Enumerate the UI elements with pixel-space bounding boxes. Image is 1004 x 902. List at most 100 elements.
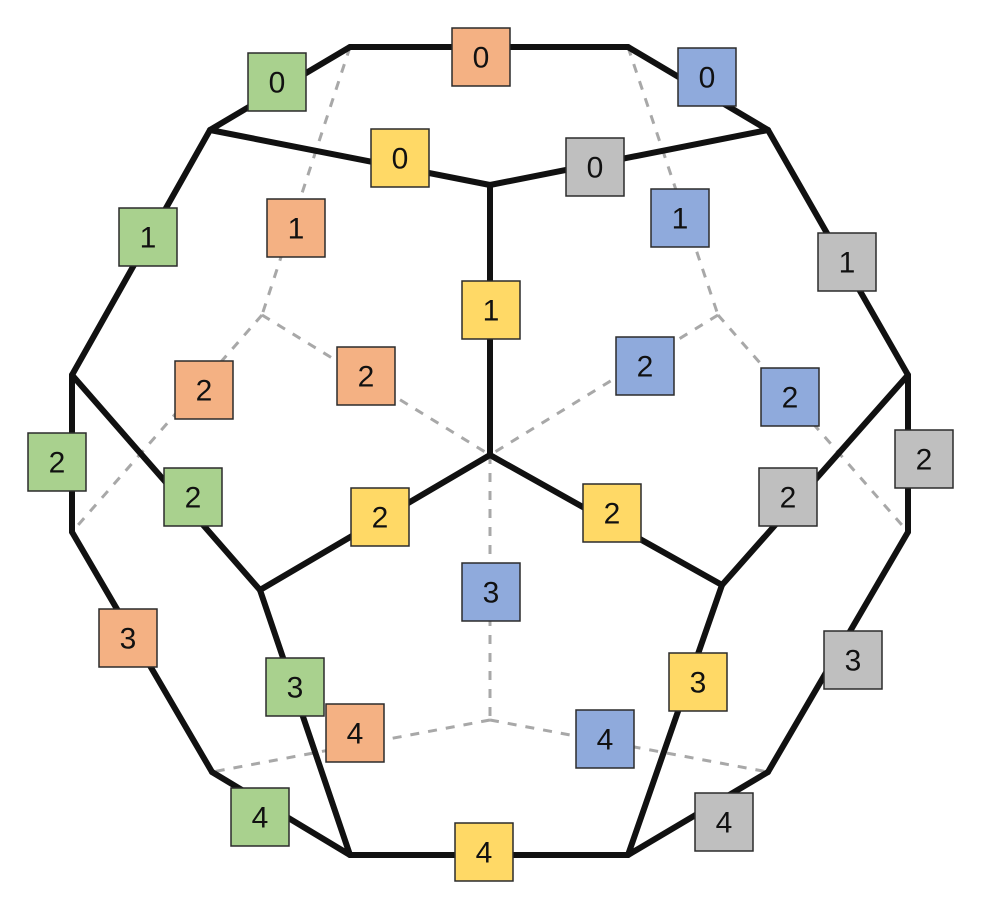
label-number: 2 [372,502,389,535]
edge-label-gray-2-right: 2 [894,429,954,489]
edge-label-yellow-4: 4 [454,822,514,882]
label-number: 1 [839,247,856,280]
label-number: 2 [637,351,654,384]
label-box [668,652,728,712]
visible-edge [625,582,725,858]
label-box [461,280,521,340]
label-box [163,467,223,527]
label-box [565,137,625,197]
label-box [336,346,396,406]
label-number: 3 [690,667,707,700]
label-number: 2 [49,447,66,480]
edge-label-gray-1: 1 [817,232,877,292]
label-box [350,487,410,547]
label-number: 3 [483,577,500,610]
label-box [615,336,675,396]
edge-label-blue-2-right: 2 [760,367,820,427]
edge-label-orange-2-left: 2 [174,360,234,420]
label-number: 3 [120,623,137,656]
hidden-edge [260,46,352,316]
label-box [575,709,635,769]
label-box [174,360,234,420]
label-box [265,657,325,717]
label-number: 0 [587,152,604,185]
edge-label-blue-2-inner: 2 [615,336,675,396]
hidden-edge [70,314,264,533]
label-box [894,429,954,489]
edge-label-green-2-inner: 2 [163,467,223,527]
label-number: 3 [287,672,304,705]
label-box [98,608,158,668]
label-number: 1 [483,295,500,328]
edge-label-yellow-2-left: 2 [350,487,410,547]
label-number: 2 [916,444,933,477]
label-number: 4 [597,724,614,757]
edge-label-gray-4: 4 [694,792,754,852]
edge-label-green-1: 1 [118,207,178,267]
edge-label-blue-3: 3 [461,562,521,622]
label-number: 0 [269,67,286,100]
label-number: 2 [604,498,621,531]
visible-edge [487,127,771,188]
label-number: 4 [716,807,733,840]
label-number: 1 [140,222,157,255]
label-box [677,47,737,107]
label-box [266,198,326,258]
label-box [118,207,178,267]
label-box [758,467,818,527]
edge-label-blue-4: 4 [575,709,635,769]
edge-label-gray-3: 3 [823,630,883,690]
label-box [454,822,514,882]
visible-edge [207,127,493,188]
label-number: 2 [782,382,799,415]
label-box [461,562,521,622]
label-number: 4 [476,837,493,870]
edge-label-blue-0: 0 [677,47,737,107]
edge-label-yellow-2-right: 2 [582,483,642,543]
edge-label-orange-1: 1 [266,198,326,258]
label-box [230,787,290,847]
edge-label-orange-0: 0 [451,27,511,87]
label-box [694,792,754,852]
label-number: 0 [473,42,490,75]
label-box [370,128,430,188]
label-number: 2 [185,482,202,515]
edge-label-green-2-left: 2 [27,432,87,492]
edge-label-green-0: 0 [247,52,307,112]
edge-label-green-3: 3 [265,657,325,717]
hidden-edge [211,718,491,774]
label-box [650,188,710,248]
label-box [27,432,87,492]
label-number: 2 [196,375,213,408]
hidden-edge [489,718,769,774]
label-number: 0 [392,143,409,176]
label-number: 1 [672,203,689,236]
edge-labels: 0 1 2 2 3 4 0 1 2 2 3 4 0 1 2 2 3 4 0 1 2 2 3 4 0 1 2 2 3 4 [27,27,954,882]
edge-label-orange-2-inner: 2 [336,346,396,406]
label-number: 2 [358,361,375,394]
label-number: 0 [699,62,716,95]
edge-label-blue-1: 1 [650,188,710,248]
edge-label-gray-0: 0 [565,137,625,197]
edge-label-yellow-0: 0 [370,128,430,188]
label-box [817,232,877,292]
visible-edge [257,587,353,858]
label-box [247,52,307,112]
hidden-edge [489,313,719,457]
label-number: 4 [252,802,269,835]
edge-label-green-4: 4 [230,787,290,847]
edge-label-orange-4: 4 [325,703,385,763]
label-number: 3 [845,645,862,678]
label-number: 4 [347,718,364,751]
edge-label-orange-3: 3 [98,608,158,668]
label-box [451,27,511,87]
hidden-edge [626,46,720,316]
label-box [760,367,820,427]
label-box [823,630,883,690]
label-number: 1 [288,213,305,246]
label-box [582,483,642,543]
edge-label-gray-2-inner: 2 [758,467,818,527]
label-box [325,703,385,763]
visible-edges [69,44,911,858]
